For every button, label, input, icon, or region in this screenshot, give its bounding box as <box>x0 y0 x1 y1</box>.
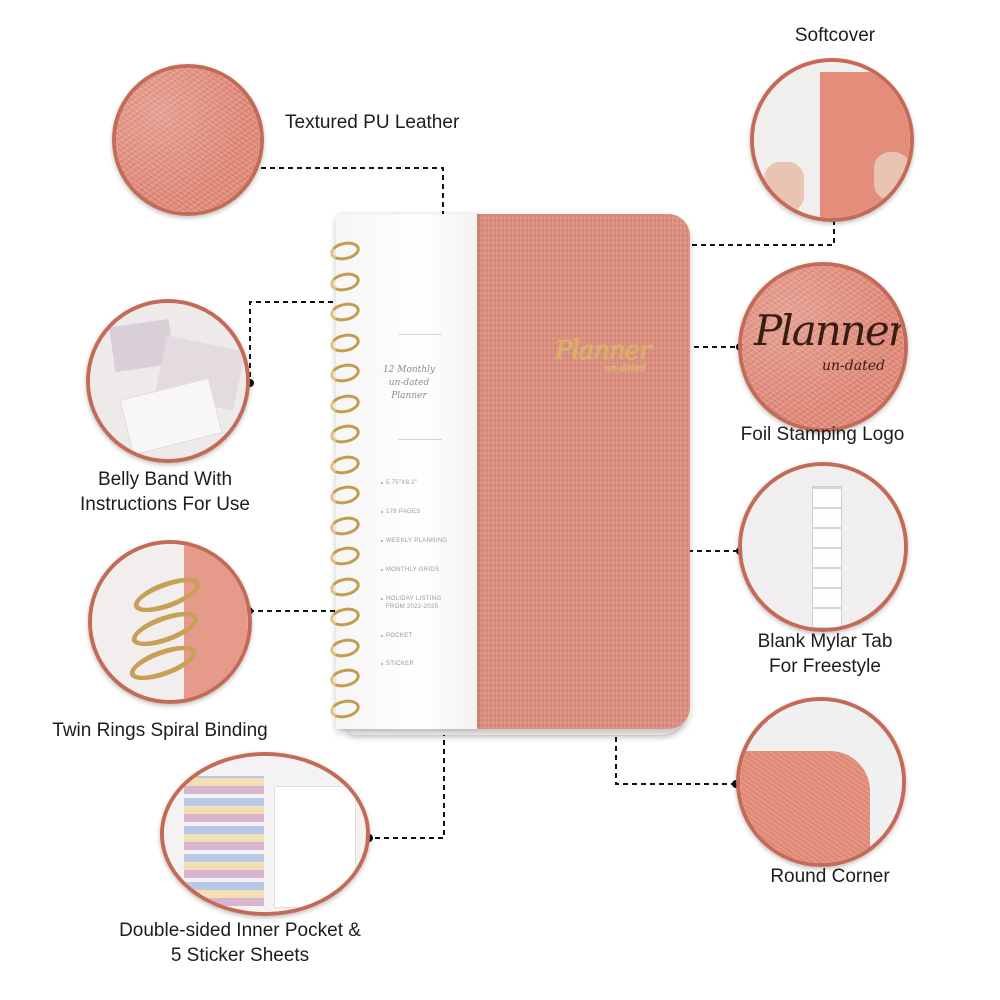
band-title-line1: 12 Monthly <box>382 365 436 375</box>
band-bullet <box>381 598 383 600</box>
mylar-tab-image <box>742 466 904 628</box>
label-inner-pocket-line2: 5 Sticker Sheets <box>170 945 310 966</box>
band-title-line3: Planner <box>391 391 427 401</box>
circle-mylar-tab <box>738 462 908 632</box>
label-belly-band-line2: Instructions For Use <box>80 494 250 515</box>
foil-closeup-sub: un-dated <box>822 358 885 374</box>
label-belly-band-line1: Belly Band With <box>97 469 233 490</box>
band-bullet <box>381 569 383 571</box>
band-item-monthly: MONTHLY GRIDS <box>386 567 440 573</box>
label-round-corner: Round Corner <box>770 866 890 887</box>
inner-pocket-image <box>164 756 366 912</box>
band-bullet <box>381 482 383 484</box>
twin-rings-image <box>92 544 248 700</box>
round-corner-image <box>740 701 902 863</box>
band-title: 12 Monthly un-dated Planner <box>354 364 464 403</box>
band-bullet <box>381 511 383 513</box>
band-bullet <box>381 635 383 637</box>
band-item-sticker: STICKER <box>386 661 415 667</box>
label-foil-stamping-logo: Foil Stamping Logo <box>740 424 905 445</box>
label-softcover: Softcover <box>794 25 876 46</box>
band-bullet <box>381 663 383 665</box>
label-inner-pocket-line1: Double-sided Inner Pocket & <box>119 920 361 941</box>
band-item-size: 5.75"X8.2" <box>386 480 418 486</box>
band-item-pages: 176 PAGES <box>386 509 421 515</box>
belly-band-image <box>90 303 246 459</box>
band-bullet <box>381 540 383 542</box>
circle-softcover <box>750 58 914 222</box>
planner-product: 12 Monthly un-dated Planner 5.75"X8.2" 1… <box>328 214 690 735</box>
band-divider-bottom <box>398 439 442 440</box>
circle-belly-band <box>86 299 250 463</box>
label-textured-pu-leather: Textured PU Leather <box>285 112 460 133</box>
circle-round-corner <box>736 697 906 867</box>
softcover-image <box>754 62 910 218</box>
cover-foil-logo: Planner un-dated <box>555 336 675 374</box>
circle-twin-rings <box>88 540 252 704</box>
label-mylar-line1: Blank Mylar Tab <box>757 631 893 652</box>
circle-inner-pocket <box>160 752 370 916</box>
foil-closeup-main: Planner <box>754 306 906 355</box>
band-item-holiday: HOLIDAY LISTING <box>386 596 442 602</box>
label-twin-rings: Twin Rings Spiral Binding <box>52 720 268 741</box>
circle-textured-leather <box>112 64 264 216</box>
band-item-holiday-years: FROM 2022-2025 <box>386 604 439 610</box>
band-divider-top <box>398 334 442 335</box>
foil-logo-image: Planner un-dated <box>742 266 904 428</box>
band-item-weekly: WEEKLY PLANNING <box>386 538 448 544</box>
leather-texture-image <box>116 68 260 212</box>
belly-band: 12 Monthly un-dated Planner 5.75"X8.2" 1… <box>336 214 477 729</box>
label-mylar-line2: For Freestyle <box>769 656 881 677</box>
band-title-line2: un-dated <box>388 378 430 388</box>
band-item-pocket: POCKET <box>386 633 413 639</box>
cover-logo-main: Planner <box>555 336 652 366</box>
cover-logo-sub: un-dated <box>605 364 646 374</box>
circle-foil-logo: Planner un-dated <box>738 262 908 432</box>
